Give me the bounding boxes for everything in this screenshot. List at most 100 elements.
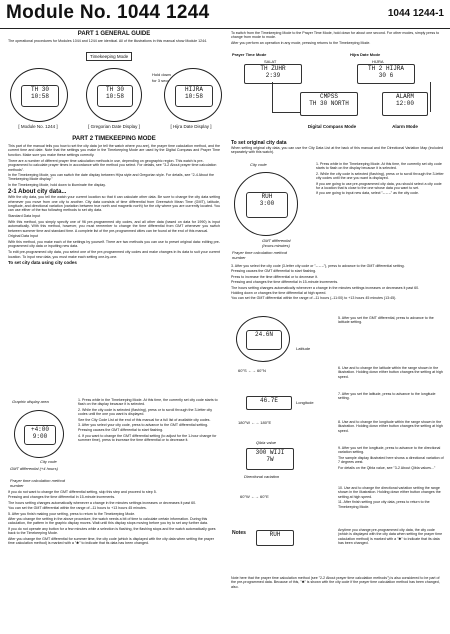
- lcd-text: 2:39: [265, 72, 281, 79]
- lcd-text: HIJRA: [184, 85, 203, 93]
- compass-caption: Digital Compass Mode: [307, 124, 357, 129]
- city-watch-illustration: +4:00 9:00: [14, 410, 64, 458]
- part1-intro: The operational procedures for Modules 1…: [8, 39, 208, 43]
- right-watch-illustration: RUH 3:00: [234, 172, 298, 236]
- step-text: 3. After you select the city code (3-let…: [231, 264, 405, 268]
- notes-1: Anytime you change pre-programmed city d…: [338, 528, 444, 547]
- step-text: See the City Code List at the end of thi…: [78, 417, 211, 422]
- watch-display-2: TH 30 10:58: [96, 84, 134, 108]
- standard-data-input: Standard Data Input: [8, 214, 41, 219]
- caption-gregorian: [ Gregorian Date Display ]: [88, 124, 140, 129]
- standard-data-text: With this method, you simply specify one…: [8, 219, 220, 233]
- note-text: 5. After you finish making your setting,…: [8, 511, 136, 516]
- step-text: 7. After you set the latitude, press to …: [338, 392, 436, 401]
- page-title: Module No. 1044 1244: [6, 2, 210, 23]
- lcd-text: TH 2 HIJRA: [367, 65, 404, 72]
- notes-label: Notes: [232, 530, 246, 536]
- right-gmt-label: GMT differential (hours:minutes): [262, 238, 291, 248]
- note-text: After you change the GMT differential fo…: [8, 536, 215, 546]
- step-text: The hours setting changes automatically …: [231, 285, 420, 290]
- step-text: 10. Use and to change the directional va…: [338, 486, 441, 499]
- lcd-text: 46.7E: [259, 397, 278, 404]
- watch-illustration-3: HIJRA 10:58: [164, 68, 222, 122]
- step-text: Press to increase the time differential …: [231, 274, 318, 279]
- step-text: 1. Press while in the Timekeeping Mode. …: [78, 398, 218, 407]
- longitude-range: 180°W ←→ 180°E: [238, 420, 272, 425]
- salat-label: SALAT: [264, 59, 277, 64]
- step-7: 7. After you set the latitude, press to …: [338, 392, 444, 402]
- dirvar-label: Directional variation: [244, 474, 280, 479]
- part2-bullet: In the Timekeeping Mode, hold down to il…: [8, 182, 106, 187]
- lcd-text: 12:00: [395, 100, 414, 107]
- lcd-text: 300 WIJI: [255, 449, 285, 456]
- latitude-watch: 24.6N: [236, 316, 290, 362]
- prayer-mode-label: Prayer Time Mode: [232, 52, 267, 57]
- part1-section: PART 1 GENERAL GUIDE The operational pro…: [8, 31, 220, 45]
- bullet-text: After you perform an operation in any mo…: [231, 40, 371, 45]
- hijra-label: HIJRA: [372, 59, 384, 64]
- gmt-label: GMT differential (+4 hours): [10, 466, 58, 471]
- step-text: Pressing and changes the time differenti…: [231, 280, 339, 285]
- step-10: 10. Use and to change the directional va…: [338, 486, 444, 510]
- part2-bullet: In the Timekeeping Mode, you can switch …: [8, 172, 215, 182]
- alarm-caption: Alarm Mode: [392, 124, 418, 129]
- step-text: Holding down or changes the time differe…: [231, 291, 327, 296]
- lcd-text: 10:58: [184, 92, 203, 100]
- step-text: The sample display illustrated here show…: [338, 455, 444, 465]
- step-text: 9. After you set the longitude, press to…: [338, 446, 441, 455]
- section-2-1-text: With the city data, you tell the watch y…: [8, 195, 220, 213]
- right-watch-display: RUH 3:00: [246, 191, 288, 219]
- part2-title: PART 2 TIMEKEEPING MODE: [72, 136, 156, 142]
- latitude-label: Latitude: [296, 346, 311, 351]
- dirvar-range: 60°W ←→ 60°E: [240, 494, 269, 499]
- flow-arrow: [272, 112, 300, 113]
- note-text: Pressing and changes the time differenti…: [8, 495, 116, 500]
- original-data-section: To set original city data When setting o…: [231, 140, 443, 156]
- lcd-text: ALARM: [395, 93, 414, 100]
- original-data-text-2: To edit pre-programmed city data, you se…: [8, 250, 220, 259]
- latitude-range: 60°S ←→ 60°N: [238, 368, 266, 373]
- lcd-text: 3:00: [259, 199, 275, 207]
- longitude-lcd: 46.7E: [246, 396, 292, 410]
- original-title: To set original city data: [231, 140, 287, 146]
- right-steps-2: 3. After you select the city code (3-let…: [231, 264, 443, 302]
- step-5: 5. After you set the GMT differential, p…: [338, 316, 444, 326]
- flow-arrow: [272, 82, 273, 112]
- part1-title: PART 1 GENERAL GUIDE: [77, 31, 151, 37]
- part2-bullet: There are a number of different prayer t…: [8, 158, 217, 172]
- step-9: 9. After you set the longitude, press to…: [338, 446, 444, 471]
- right-ptcm-label: Prayer time calculation method number: [232, 250, 287, 260]
- step-text: 2. While the city code is selected (flas…: [78, 407, 213, 417]
- step-text: 6. Use and to change the latitude within…: [338, 366, 443, 379]
- step-text: You can set the GMT differential within …: [231, 296, 397, 301]
- note-text: The hours setting changes automatically …: [8, 500, 197, 505]
- lcd-text: 9:00: [32, 432, 48, 440]
- note-text: If you do not want to change the GMT dif…: [8, 490, 157, 494]
- original-data-input: Original Data Input: [8, 234, 38, 239]
- lcd-text: RUH: [269, 531, 281, 538]
- note-text: Note here that the prayer time calculati…: [231, 576, 440, 589]
- note-text: Anytime you change pre-programmed city d…: [338, 528, 443, 546]
- step-text: 1. Press while in the Timekeeping Mode. …: [316, 162, 442, 171]
- hijra-lcd: TH 2 HIJRA 30 6: [357, 64, 415, 84]
- notes-lcd: RUH: [256, 530, 294, 546]
- graphic-display-label: Graphic display area: [12, 399, 49, 404]
- ptcm-label: Prayer time calculation method number: [10, 478, 65, 488]
- flow-arrow: [430, 82, 431, 112]
- set-city-title: To set city data using city codes: [8, 260, 77, 266]
- lcd-text: TH 30: [30, 85, 49, 93]
- city-notes: If you do not want to change the GMT dif…: [8, 490, 220, 546]
- city-steps: 1. Press while in the Timekeeping Mode. …: [78, 398, 220, 444]
- note-text: If you do not operate any button for a f…: [8, 526, 216, 536]
- caption-module: [ Module No. 1244 ]: [18, 124, 58, 129]
- hijra-mode-label: Hijra Date Mode: [350, 52, 381, 57]
- notes-2: Note here that the prayer time calculati…: [231, 576, 443, 590]
- part2-paragraph: This part of the manual tells you how to…: [8, 144, 220, 157]
- city-code-label: City code: [40, 459, 57, 464]
- right-city-code-label: City code: [250, 162, 267, 167]
- step-text: If you are going to use pre-programmed c…: [316, 181, 442, 191]
- watch-illustration-1: TH 30 10:58: [10, 68, 68, 122]
- section-2-1-title: 2-1 About city data...: [8, 189, 67, 196]
- original-data-text: With this method, you make each of the s…: [8, 239, 220, 249]
- watch-illustration-2: TH 30 10:58: [86, 68, 142, 122]
